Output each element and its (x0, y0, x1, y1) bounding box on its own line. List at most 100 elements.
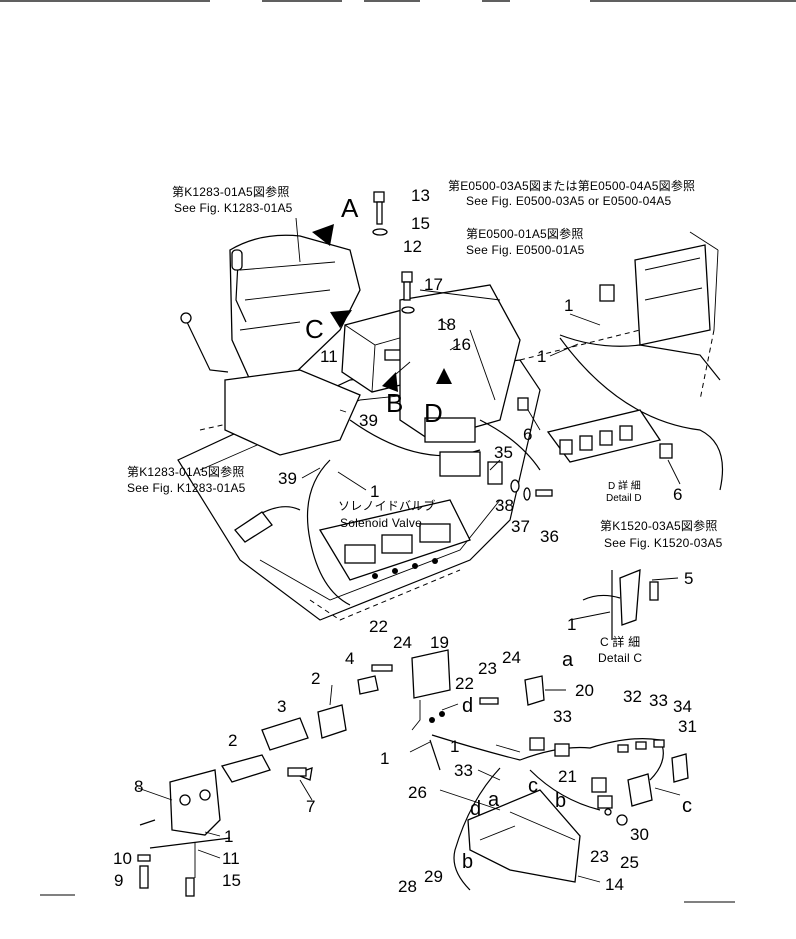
leader-lines (40, 217, 735, 903)
part-35: 35 (494, 443, 513, 462)
part-11-lower: 11 (222, 849, 240, 868)
part-6-right: 6 (673, 485, 682, 504)
bracket-8-assembly (137, 754, 271, 897)
part-34: 34 (673, 697, 692, 716)
part-22-top: 22 (369, 617, 388, 636)
part-33-right: 33 (649, 691, 668, 710)
part-2-upper: 2 (311, 669, 320, 688)
detail-c-jp: C 詳 細 (600, 634, 640, 649)
part-6-left: 6 (523, 425, 532, 444)
part-10: 10 (113, 849, 132, 868)
part-32: 32 (623, 687, 642, 706)
connector-b-lower: b (555, 790, 566, 812)
part-2-lower: 2 (228, 731, 237, 750)
solenoid-label-jp: ソレノイドバルブ (338, 498, 436, 513)
part-1-detail-d-b: 1 (537, 347, 546, 366)
part-30: 30 (630, 825, 649, 844)
part-7: 7 (306, 797, 315, 816)
part-29: 29 (424, 867, 443, 886)
ref-e0500-01-en: See Fig. E0500-01A5 (466, 243, 585, 257)
relay-3-and-4 (261, 675, 379, 781)
part-15-top: 15 (411, 214, 430, 233)
ref-k1283-left-en: See Fig. K1283-01A5 (127, 481, 246, 495)
connector-a-lower: a (488, 789, 500, 811)
operator-seat (224, 234, 361, 456)
part-1-lower-b: 1 (450, 737, 459, 756)
ref-k1520-en: See Fig. K1520-03A5 (604, 536, 723, 550)
part-21: 21 (558, 767, 577, 786)
part-18: 18 (437, 315, 456, 334)
console-unit-16 (399, 284, 521, 441)
part-33-mid: 33 (553, 707, 572, 726)
control-levers (180, 249, 247, 373)
part-9: 9 (114, 871, 123, 890)
detail-d-en: Detail D (606, 493, 642, 504)
ref-e0500-01-jp: 第E0500-01A5図参照 (466, 226, 584, 241)
part-38: 38 (495, 496, 514, 515)
part-1-lower-a: 1 (380, 749, 389, 768)
detail-c-en: Detail C (598, 651, 642, 665)
switch-30-31 (604, 739, 689, 826)
connector-d-upper: d (462, 695, 473, 717)
part-24-right: 24 (502, 648, 521, 667)
bolts-13-15-17 (372, 191, 415, 314)
part-17: 17 (424, 275, 443, 294)
solenoid-valve-bank (318, 499, 471, 581)
connector-c-lower: c (528, 775, 538, 797)
part-39-upper: 39 (359, 411, 378, 430)
part-19: 19 (430, 633, 449, 652)
ref-k1520-jp: 第K1520-03A5図参照 (600, 518, 718, 533)
part-8: 8 (134, 777, 143, 796)
view-c-label: C (305, 314, 324, 344)
part-23-lower: 23 (590, 847, 609, 866)
connector-c-right: c (682, 795, 692, 817)
lower-harness (429, 734, 664, 891)
part-1-detail-d-a: 1 (564, 296, 573, 315)
ref-k1283-left-jp: 第K1283-01A5図参照 (127, 464, 245, 479)
detail-c-assembly (582, 569, 659, 640)
ref-e0500-03-en: See Fig. E0500-03A5 or E0500-04A5 (466, 194, 672, 208)
part-31: 31 (678, 717, 697, 736)
view-a-label: A (341, 193, 359, 223)
detail-d-assembly (517, 231, 724, 491)
detail-d-jp: D 詳 細 (608, 479, 641, 492)
ref-k1283-top-en: See Fig. K1283-01A5 (174, 201, 293, 215)
ref-e0500-03-jp: 第E0500-03A5図または第E0500-04A5図参照 (448, 178, 695, 193)
part-1-detail-c: 1 (567, 615, 576, 634)
solenoid-label-en: Solenoid Valve (340, 516, 422, 530)
part-37: 37 (511, 517, 530, 536)
part-5: 5 (684, 569, 693, 588)
relay-block-b (424, 417, 503, 485)
bolts-36-37-38 (287, 479, 553, 777)
part-33-lower: 33 (454, 761, 473, 780)
part-25: 25 (620, 853, 639, 872)
part-1-bracket: 1 (224, 827, 233, 846)
part-24-top: 24 (393, 633, 412, 652)
part-15-lower: 15 (222, 871, 241, 890)
part-11-upper: 11 (320, 347, 338, 366)
part-3: 3 (277, 697, 286, 716)
connector-a-upper: a (562, 649, 574, 671)
view-arrows (312, 224, 452, 392)
part-36: 36 (540, 527, 559, 546)
part-20: 20 (575, 681, 594, 700)
panel-14 (467, 789, 581, 883)
part-12: 12 (403, 237, 422, 256)
ref-k1283-top-jp: 第K1283-01A5図参照 (172, 184, 290, 199)
relay-19-20 (371, 649, 545, 731)
part-22-mid: 22 (455, 674, 474, 693)
part-14: 14 (605, 875, 624, 894)
connector-d-lower: d (470, 798, 481, 820)
part-39-lower: 39 (278, 469, 297, 488)
part-28: 28 (398, 877, 417, 896)
part-23-top: 23 (478, 659, 497, 678)
part-4: 4 (345, 649, 354, 668)
part-13: 13 (411, 186, 430, 205)
connector-b-panel: b (462, 851, 473, 873)
view-d-label: D (424, 398, 443, 428)
part-26: 26 (408, 783, 427, 802)
view-b-label: B (386, 388, 403, 418)
part-1-upper: 1 (370, 482, 379, 501)
